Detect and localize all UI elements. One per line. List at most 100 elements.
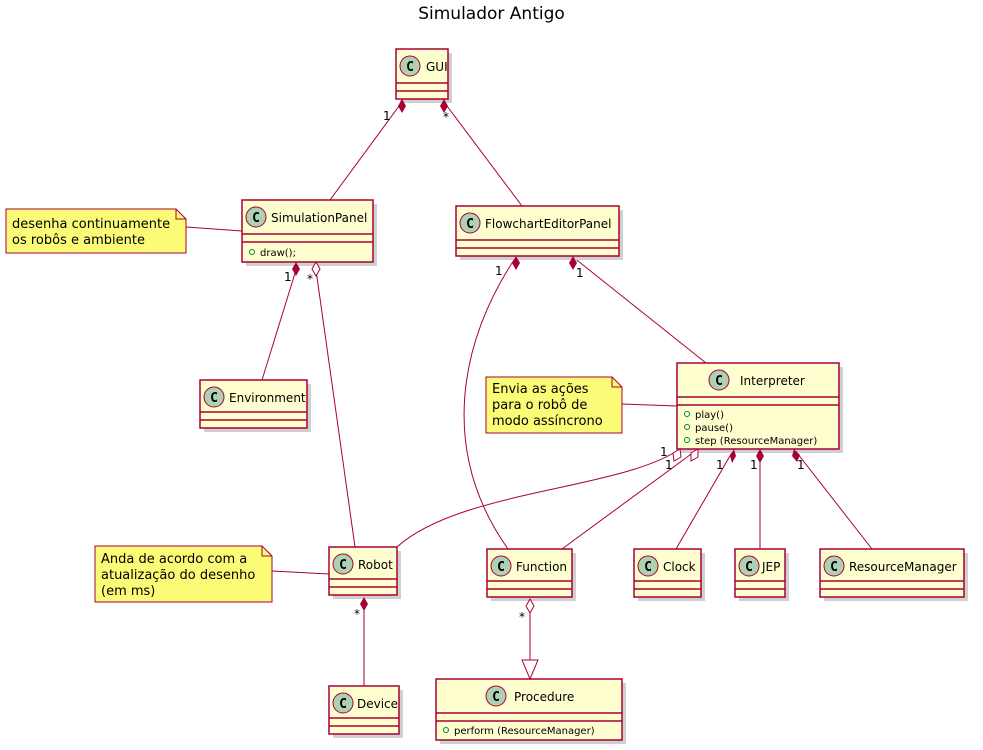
class-procedure: C Procedure perform (ResourceManager) [435,678,626,744]
relation-markers [292,99,800,681]
composition-diamond [292,262,300,276]
edge-simulationpanel-robot [315,269,356,548]
class-environment: C Environment [199,379,311,432]
class-icon [637,555,659,577]
class-name: Robot [358,558,393,572]
aggregation-diamond [672,448,682,462]
composition-diamond [569,256,577,270]
multiplicity-label: 1 [660,445,668,459]
class-icon [332,692,354,714]
composition-diamond [360,597,368,611]
multiplicity-label: * [354,607,360,621]
class-member: step (ResourceManager) [695,436,817,447]
multiplicity-label: * [519,610,525,624]
edge-simulationpanel-environment [261,269,297,381]
svg-text:C: C [406,60,414,75]
class-icon [490,555,512,577]
svg-text:C: C [492,690,500,705]
class-name: SimulationPanel [271,211,367,225]
class-gui: C GUI [395,48,452,103]
note-line: desenha continuamente [12,217,170,232]
class-icon [332,553,354,575]
class-name: Function [516,560,567,574]
class-member: pause() [695,423,733,434]
class-interpreter: C Interpreter play() pause() step (Resou… [676,362,843,453]
edge-flowchart-function [463,256,517,550]
svg-text:C: C [497,560,505,575]
class-icon [459,212,481,234]
class-jep: C JEP [734,548,789,601]
public-method-icon [684,411,690,417]
composition-diamond [730,449,736,463]
svg-text:C: C [644,560,652,575]
class-name: JEP [761,560,780,574]
class-name: Interpreter [740,374,805,388]
class-icon [708,369,730,391]
class-name: ResourceManager [849,560,957,574]
public-method-icon [443,727,449,733]
edge-interpreter-clock [675,448,735,550]
note-line: modo assíncrono [492,414,603,429]
aggregation-diamond [311,260,321,278]
note-simulationpanel: desenha continuamente os robôs e ambient… [5,208,187,254]
aggregation-diamond [525,597,535,615]
diagram-title: Simulador Antigo [418,4,565,24]
multiplicity-label: * [307,272,313,286]
class-name: Clock [663,560,696,574]
class-device: C Device [328,685,403,738]
edge-gui-simulationpanel [329,101,403,201]
class-icon [823,555,845,577]
generalization-arrow [521,659,539,681]
class-icon [485,685,507,707]
class-name: FlowchartEditorPanel [485,217,611,231]
multiplicity-label: 1 [284,270,292,284]
multiplicity-label: 1 [576,266,584,280]
edge-flowchart-interpreter [572,256,707,364]
composition-diamond [512,256,520,270]
multiplicity-label: 1 [495,264,503,278]
class-robot: C Robot [328,546,401,599]
relations [185,101,873,686]
class-name: Procedure [514,690,574,704]
svg-text:C: C [339,697,347,712]
note-line: (em ms) [101,584,155,599]
svg-text:C: C [339,558,347,573]
svg-text:C: C [830,560,838,575]
multiplicity-label: 1 [750,458,758,472]
svg-text:C: C [210,391,218,406]
note-line: atualização do desenho [101,568,255,583]
class-icon [738,555,760,577]
class-name: Device [357,697,398,711]
note-line: Anda de acordo com a [101,552,247,567]
multiplicity-label: * [443,110,449,124]
class-flowcharteditorpanel: C FlowchartEditorPanel [455,205,623,260]
class-clock: C Clock [633,548,705,601]
edge-gui-flowcharteditorpanel [443,101,523,207]
class-icon [399,55,421,77]
class-icon [245,206,267,228]
class-function: C Function [486,548,576,601]
svg-text:C: C [466,217,474,232]
multiplicity-label: 1 [383,109,391,123]
note-line: Envia as ações [492,382,589,397]
svg-text:C: C [745,560,753,575]
edge-interpreter-resourcemanager [793,448,873,550]
composition-diamond [440,99,448,113]
aggregation-diamond [690,448,699,462]
note-robot: Anda de acordo com a atualização do dese… [94,545,273,603]
note-line: para o robô de [492,398,587,413]
class-name: Environment [229,391,306,405]
edge-interpreter-function [561,448,699,550]
class-member: perform (ResourceManager) [454,726,595,737]
class-simulationpanel: C SimulationPanel draw(); [241,199,377,266]
public-method-icon [684,424,690,430]
multiplicity-label: 1 [797,458,805,472]
multiplicity-label: 1 [665,458,673,472]
svg-text:C: C [252,211,260,226]
class-resourcemanager: C ResourceManager [819,548,968,601]
note-interpreter: Envia as ações para o robô de modo assín… [485,376,623,434]
composition-diamond [792,449,800,462]
note-connector-simulation [185,226,243,232]
note-connector-robot [271,570,330,575]
